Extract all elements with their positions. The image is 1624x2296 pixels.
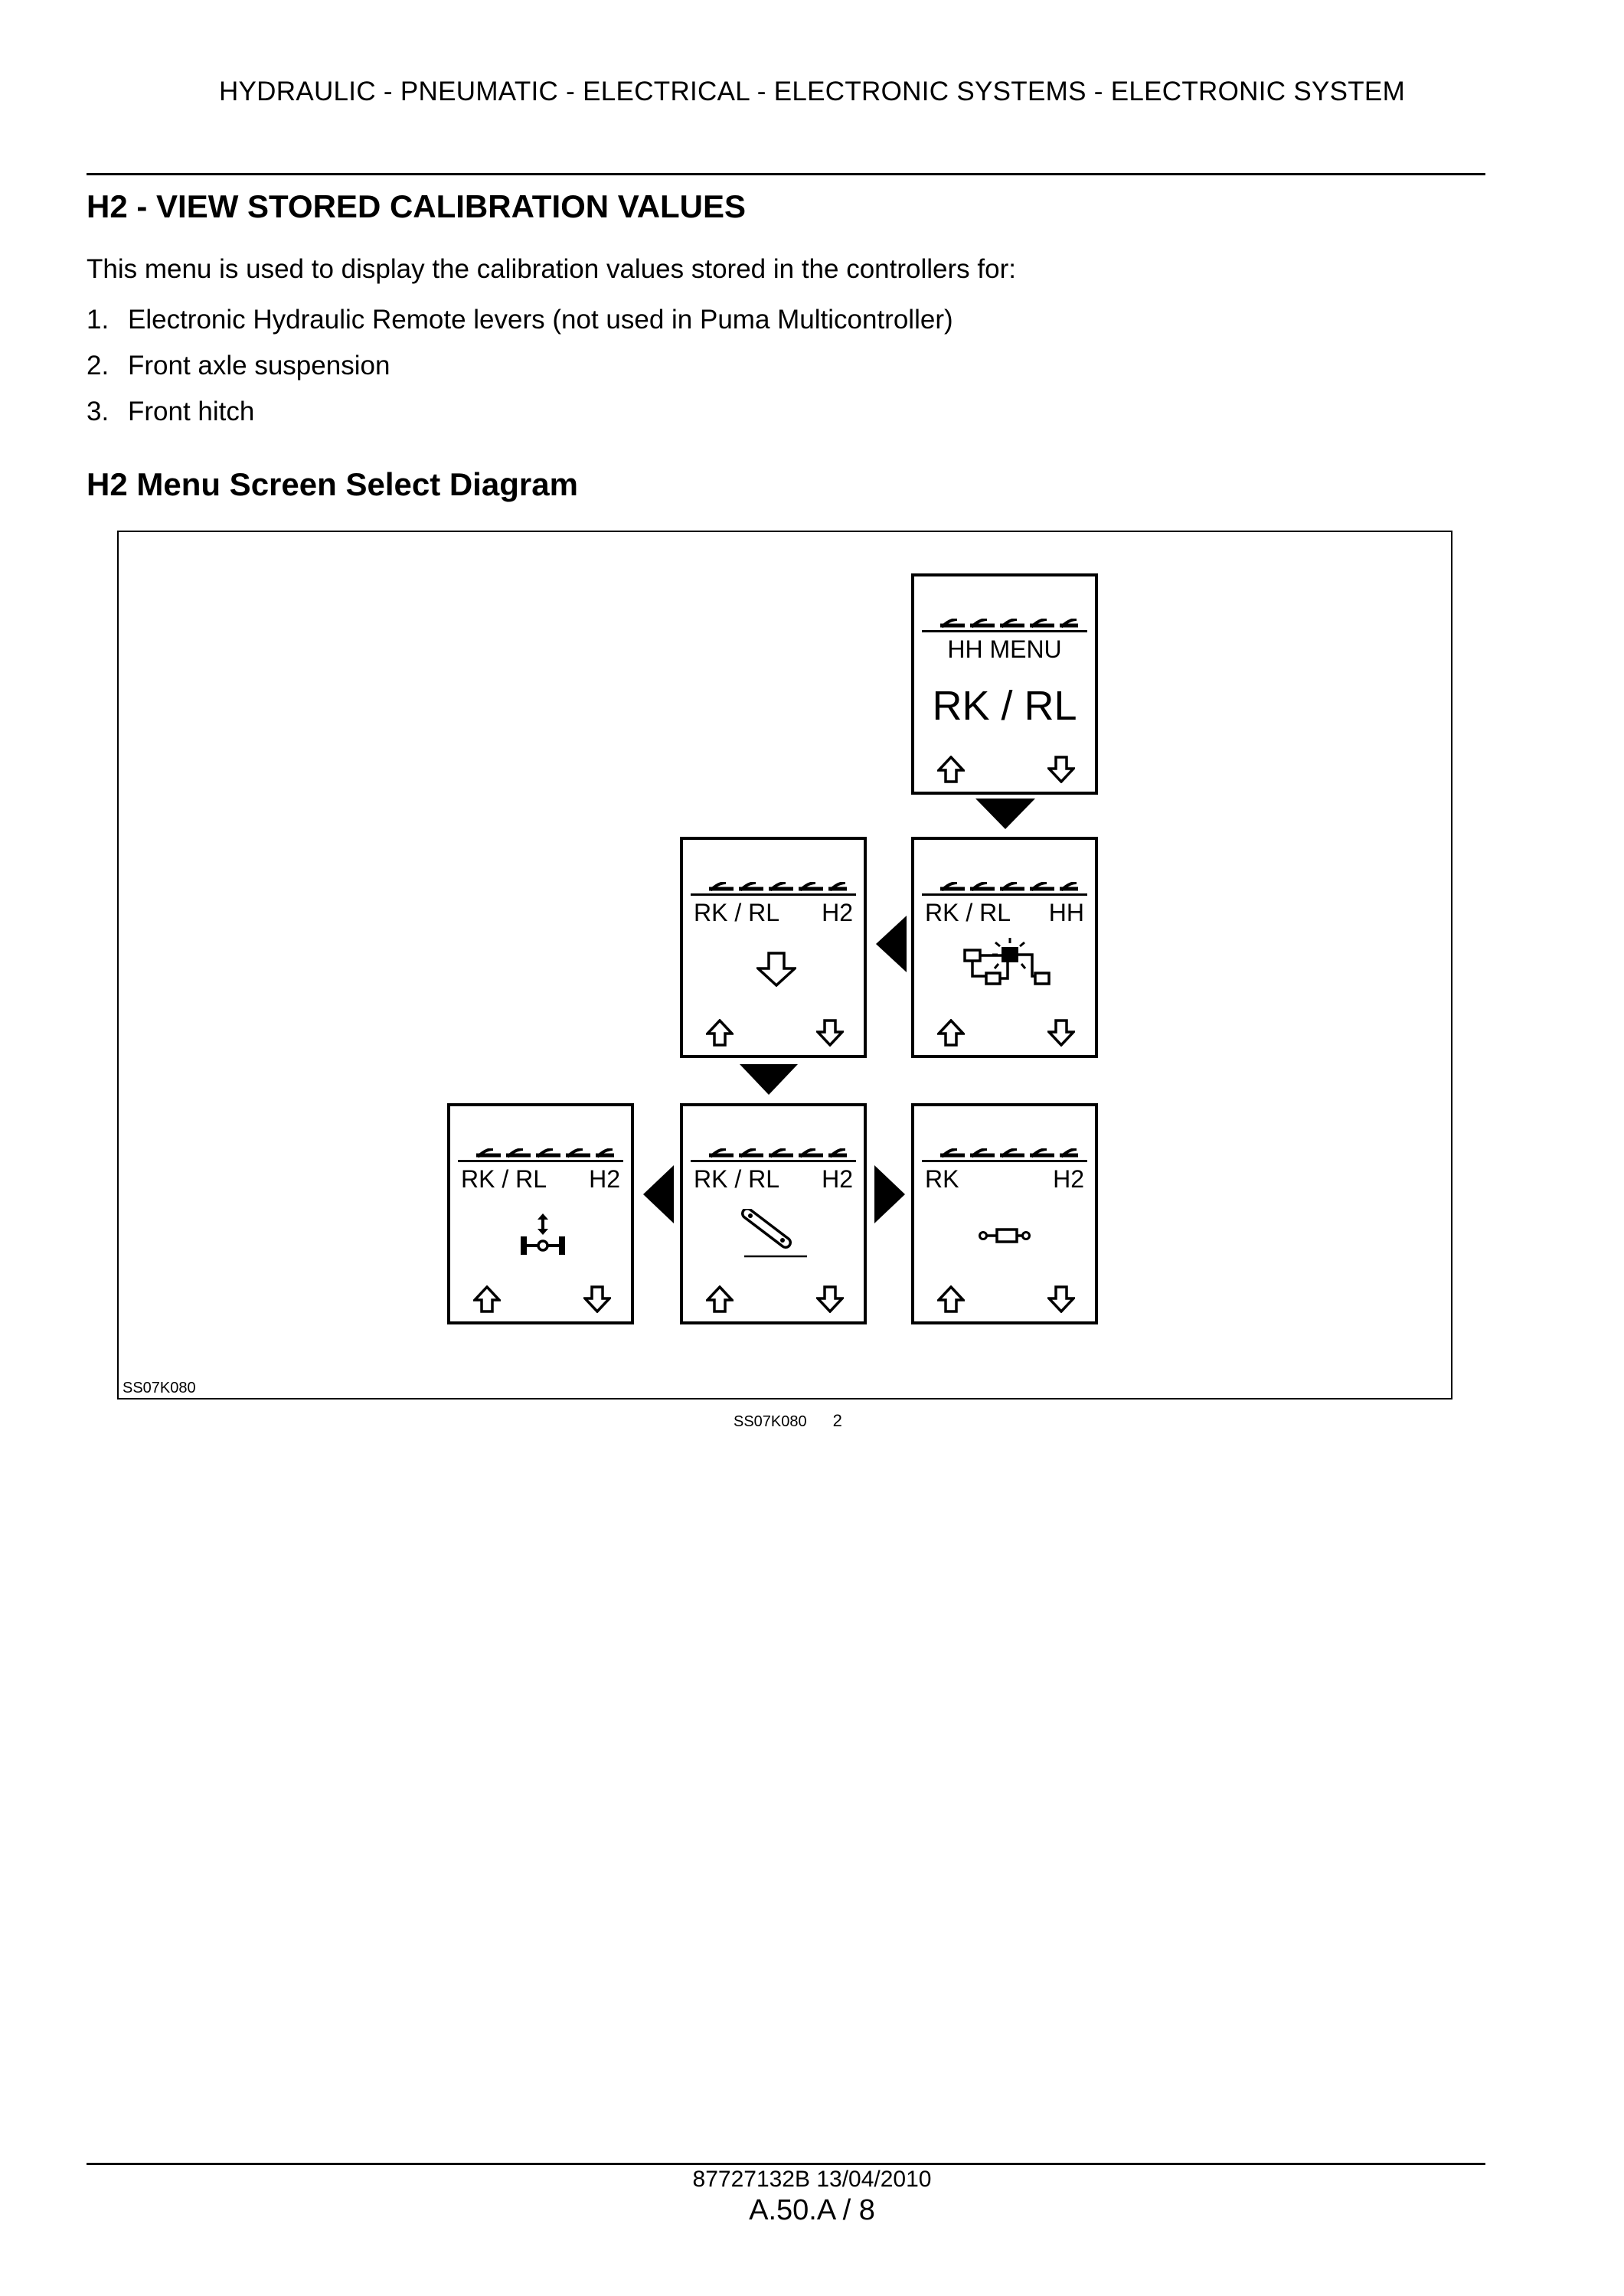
down-arrow-icon [816,1285,844,1313]
diagram-figure [117,531,1452,1399]
section-title: H2 - VIEW STORED CALIBRATION VALUES [87,188,747,224]
nav-arrow-down-icon [740,1064,798,1095]
screen-dashes-icon [940,1148,1078,1158]
list-item: 1.Electronic Hydraulic Remote levers (no… [87,305,953,335]
nav-arrow-left-icon [876,916,907,972]
screen-dashes-icon [476,1148,614,1158]
screen-divider [922,893,1087,896]
network-diagnostic-icon [963,938,1051,985]
up-arrow-icon [706,1285,734,1313]
controller-list: 1.Electronic Hydraulic Remote levers (no… [87,305,953,443]
figure-code: SS07K080 [123,1380,196,1396]
list-item: 3.Front hitch [87,397,255,426]
screen-divider [691,893,856,896]
down-arrow-icon [816,1019,844,1047]
remote-lever-icon [741,1209,807,1258]
screen-divider [691,1160,856,1162]
nav-arrow-down-icon [975,799,1035,829]
nav-arrow-right-icon [874,1165,905,1223]
down-arrow-icon [1047,756,1075,783]
screen-menu-label: HH MENU [947,635,1062,663]
footer-rule [87,2163,1485,2165]
down-arrow-icon [583,1285,611,1313]
screen-dashes-icon [709,1148,847,1158]
screen-dashes-icon [940,882,1078,891]
screen-dashes-icon [940,619,1078,628]
screen-divider [922,1160,1087,1162]
down-arrow-icon [1047,1019,1075,1047]
down-arrow-icon [756,952,796,987]
list-item: 2.Front axle suspension [87,351,390,380]
axle-suspension-icon [521,1213,565,1255]
up-arrow-icon [473,1285,501,1313]
up-arrow-icon [937,1285,965,1313]
down-arrow-icon [1047,1285,1075,1313]
screen-divider [458,1160,623,1162]
screen-big-label: RK / RL [932,683,1077,729]
page-number: A.50.A / 8 [749,2194,875,2226]
document-reference: 87727132B 13/04/2010 [692,2167,932,2192]
screen-divider [922,630,1087,632]
diagram-title: H2 Menu Screen Select Diagram [87,466,578,502]
up-arrow-icon [937,1019,965,1047]
screen-dashes-icon [709,882,847,891]
running-header: HYDRAULIC - PNEUMATIC - ELECTRICAL - ELE… [218,77,1406,106]
hitch-cylinder-icon [979,1228,1031,1243]
intro-text: This menu is used to display the calibra… [87,254,1016,284]
up-arrow-icon [937,756,965,783]
screen-hh-menu: HH MENU RK / RL [911,573,1098,795]
nav-arrow-left-icon [643,1165,674,1223]
header-rule [87,173,1485,175]
up-arrow-icon [706,1019,734,1047]
